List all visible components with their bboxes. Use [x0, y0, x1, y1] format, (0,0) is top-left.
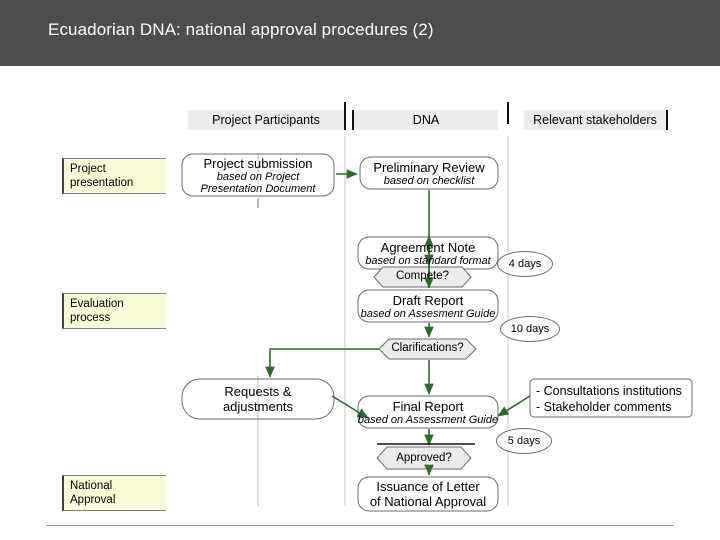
decision-approved: Approved? — [396, 452, 452, 464]
page-title: Ecuadorian DNA: national approval proced… — [48, 20, 434, 39]
node-title: Final Report — [392, 398, 464, 414]
column-header-dna: DNA — [352, 110, 498, 130]
decision-clarifications: Clarifications? — [391, 342, 464, 354]
node-title: Draft Report — [392, 292, 464, 308]
arrow-clarifications-to-requests — [265, 348, 379, 378]
outline-compete — [373, 266, 472, 288]
phase-label-national-approval: National Approval — [62, 475, 166, 511]
decision-compete: Compete? — [395, 270, 450, 282]
node-requests-adjustments: Requests & adjustments — [182, 379, 334, 419]
outline-draft-report — [357, 289, 499, 323]
node-final-report: Final Report based on Assessment Guide — [352, 396, 504, 428]
node-title-line-2: adjustments — [222, 399, 294, 414]
arrow-consultations-to-final — [497, 395, 531, 417]
node-subtitle-1: based on Project — [216, 170, 300, 183]
phase-label-evaluation-process: Evaluation process — [62, 293, 166, 329]
phase-line-1: National — [70, 480, 113, 492]
decision-outlines — [373, 266, 477, 470]
outline-issuance — [357, 476, 499, 512]
bullet-line-1: - Consultations institutions — [536, 384, 682, 398]
footer-divider — [46, 525, 674, 526]
outline-approved — [376, 446, 472, 470]
node-subtitle-1: based on Assessment Guide — [357, 413, 499, 426]
node-consultations-stakeholders: - Consultations institutions - Stakehold… — [536, 383, 682, 415]
bullet-line-2: - Stakeholder comments — [536, 400, 672, 414]
node-subtitle-1: based on standard format — [365, 254, 491, 267]
node-title-line-2: of National Approval — [369, 494, 487, 509]
duration-badge-4-days: 4 days — [497, 251, 553, 277]
node-title: Agreement Note — [380, 239, 476, 255]
phase-line-1: Project — [70, 163, 106, 175]
column-header-relevant-stakeholders: Relevant stakeholders — [524, 110, 668, 130]
phase-line-1: Evaluation — [70, 298, 124, 310]
node-subtitle-1: based on checklist — [383, 174, 475, 187]
duration-badge-10-days: 10 days — [500, 316, 560, 342]
node-subtitle-1: based on Assesment Guide — [360, 307, 496, 320]
node-draft-report: Draft Report based on Assesment Guide — [352, 290, 504, 322]
phase-line-2: process — [70, 312, 111, 324]
phase-line-2: presentation — [70, 177, 134, 189]
phase-line-2: Approval — [70, 494, 116, 506]
slide-title-bar: Ecuadorian DNA: national approval proced… — [0, 0, 720, 66]
node-issuance-letter: Issuance of Letter of National Approval — [358, 477, 498, 511]
outline-consultations — [529, 378, 693, 418]
duration-badge-5-days: 5 days — [496, 428, 552, 454]
connector-layer — [181, 102, 693, 512]
arrow-requests-to-final — [331, 395, 369, 419]
node-project-submission: Project submission based on Project Pres… — [182, 154, 334, 196]
node-title: Project submission — [203, 155, 313, 171]
column-header-project-participants: Project Participants — [188, 110, 346, 130]
outline-preliminary-review — [359, 156, 499, 190]
node-title-line-1: Issuance of Letter — [376, 479, 480, 494]
flowchart-canvas: Project Participants DNA Relevant stakeh… — [0, 66, 720, 540]
node-preliminary-review: Preliminary Review based on checklist — [360, 157, 498, 189]
phase-label-project-presentation: Project presentation — [62, 158, 166, 194]
node-subtitle-2: Presentation Document — [200, 182, 316, 195]
flow-arrows — [265, 169, 531, 476]
node-title: Preliminary Review — [373, 159, 485, 175]
node-agreement-note: Agreement Note based on standard format — [354, 237, 502, 269]
node-title-line-1: Requests & — [224, 384, 292, 399]
